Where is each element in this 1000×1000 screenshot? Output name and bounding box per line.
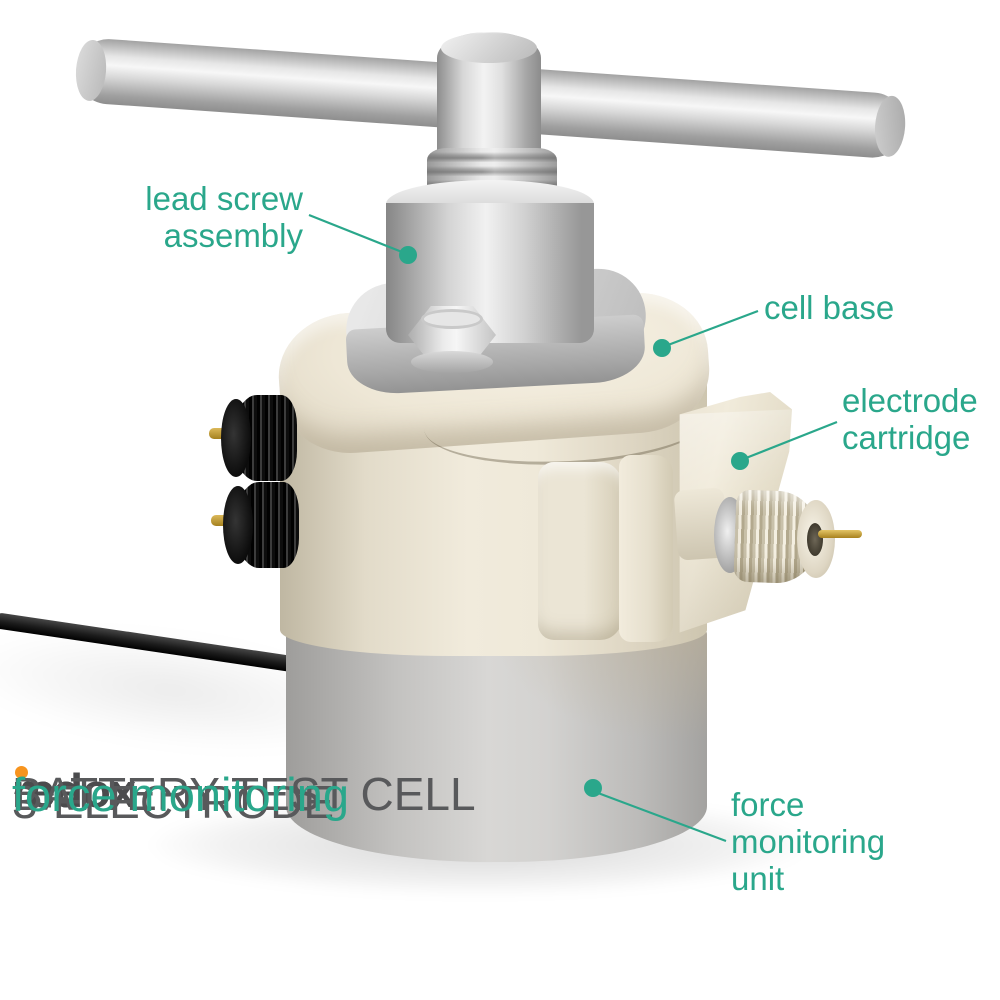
- callout-label-line: cell base: [764, 289, 895, 326]
- bar-endcap-right: [872, 94, 908, 158]
- callout-cell-base: cell base: [764, 289, 894, 326]
- callout-label-line: monitoring: [731, 823, 886, 860]
- product-subtitle: force monitoring: [12, 768, 349, 821]
- product-title-line2: BATTERY TEST CELL: [12, 768, 476, 820]
- logo-part2: me: [12, 764, 79, 817]
- force-monitoring-unit-body: [286, 630, 707, 862]
- callout-label-line: unit: [731, 860, 785, 897]
- callout-force-monitoring-unit: force monitoring unit: [731, 786, 885, 897]
- cartridge-clamp: [538, 462, 622, 640]
- lead-screw-housing: [386, 203, 594, 343]
- black-knob-top: [209, 395, 297, 481]
- callout-lead-screw-assembly: lead screw assembly: [40, 180, 303, 254]
- callout-label-line: force: [731, 786, 805, 823]
- hex-nut-top: [421, 309, 483, 329]
- hex-nut-washer: [411, 351, 493, 373]
- logo-part1: redox: [12, 764, 136, 817]
- black-knob-bottom: [211, 482, 299, 568]
- black-knob-top-cap: [221, 399, 251, 477]
- logo-dot-icon: [15, 766, 28, 779]
- product-title-line1: 3-ELECTRODE: [12, 776, 335, 828]
- callout-electrode-cartridge: electrode cartridge: [842, 382, 978, 456]
- callout-label-line: lead screw: [145, 180, 303, 217]
- bar-endcap-left: [73, 38, 109, 102]
- callout-label-line: electrode: [842, 382, 978, 419]
- lead-screw-post-cap: [441, 33, 537, 63]
- callout-label-line: assembly: [163, 217, 303, 254]
- knurled-knob-hole: [807, 523, 823, 556]
- cartridge-clamp-ridge: [619, 455, 673, 642]
- callout-label-line: cartridge: [842, 419, 971, 456]
- black-knob-bottom-cap: [223, 486, 253, 564]
- electrode-gold-pin: [818, 530, 862, 538]
